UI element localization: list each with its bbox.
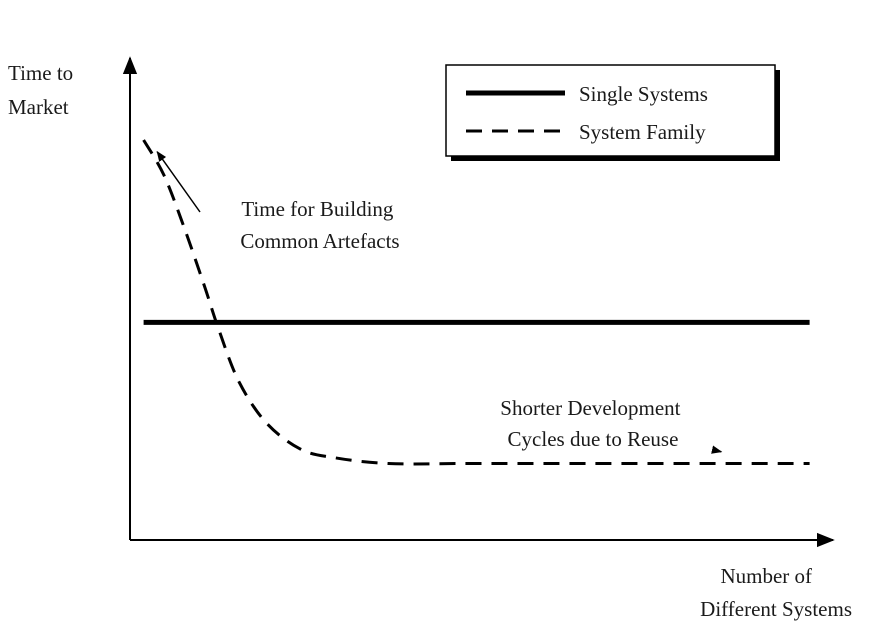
annotation-line-1: Shorter Development	[500, 396, 680, 420]
annotation-text: Shorter Development Cycles due to Reuse	[500, 396, 685, 451]
annotation-arrow	[156, 150, 201, 213]
legend: Single Systems System Family	[445, 64, 780, 161]
y-axis-label-line-2: Market	[8, 95, 69, 119]
annotation-line-2: Common Artefacts	[240, 229, 399, 253]
legend-box	[445, 64, 776, 157]
annotation-reuse: Shorter Development Cycles due to Reuse	[500, 396, 723, 454]
annotation-text: Time for Building Common Artefacts	[240, 197, 399, 253]
annotation-arrow	[711, 445, 723, 454]
y-axis-label-line-1: Time to	[8, 61, 73, 85]
annotation-line-1: Time for Building	[241, 197, 394, 221]
series-line-system-family	[142, 139, 810, 466]
annotation-line-2: Cycles due to Reuse	[508, 427, 679, 451]
legend-label-system-family: System Family	[579, 120, 706, 144]
legend-label-single-systems: Single Systems	[579, 82, 708, 106]
annotation-common-artefacts: Time for Building Common Artefacts	[156, 150, 400, 253]
x-axis-label-line-2: Different Systems	[700, 597, 852, 621]
x-axis-label: Number of	[720, 564, 812, 588]
x-axis-label: Different Systems	[700, 597, 852, 621]
x-axis-label-line-1: Number of	[720, 564, 812, 588]
y-axis-label: Time to Market	[8, 61, 78, 119]
